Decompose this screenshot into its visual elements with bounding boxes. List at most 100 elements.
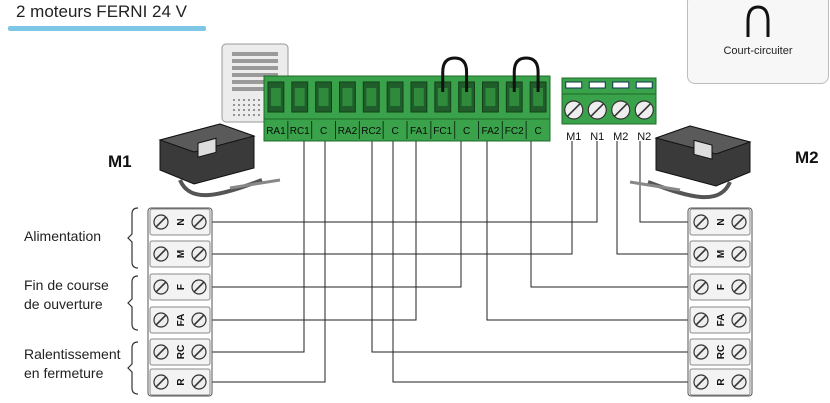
wire: [200, 141, 598, 223]
title-underline: [8, 26, 206, 31]
screw-icon: [191, 312, 207, 328]
wire: [371, 141, 690, 353]
terminal-label: C: [320, 126, 327, 137]
wire: [392, 141, 690, 383]
screw-icon: [153, 312, 169, 328]
connector-label: N: [716, 218, 727, 225]
connector-row: [149, 273, 211, 301]
group-label-line: Ralentissement: [24, 346, 121, 362]
group-bracket: [127, 207, 139, 269]
connector-label: N: [176, 218, 187, 225]
screw-icon: [693, 246, 709, 262]
connector-label: M: [716, 250, 727, 258]
wire: [200, 141, 462, 288]
connector-row: [689, 306, 751, 334]
connector-row: [689, 240, 751, 268]
screw-icon: [191, 374, 207, 390]
wire: [200, 141, 305, 353]
motor-terminal-label: M2: [613, 131, 628, 143]
page-title: 2 moteurs FERNI 24 V: [16, 2, 188, 21]
motor-terminal-label: N1: [590, 131, 604, 143]
screw-icon: [634, 100, 654, 120]
terminal-label: RA2: [338, 126, 358, 137]
motor-m2-illustration: [629, 125, 752, 200]
screw-icon: [731, 246, 747, 262]
connector-label: R: [176, 378, 187, 386]
connector-label: FA: [716, 314, 727, 327]
connector-row: [689, 208, 751, 236]
screw-icon: [587, 100, 607, 120]
connector-label: F: [716, 284, 727, 290]
connector-row: [149, 306, 211, 334]
jumper-icon: [441, 56, 469, 92]
connector-label: R: [716, 378, 727, 386]
legend-label: Court-circuiter: [723, 45, 793, 57]
screw-icon: [693, 214, 709, 230]
wire: [200, 141, 326, 383]
group-label-line: Alimentation: [24, 228, 102, 244]
jumper-icon: [746, 5, 770, 37]
screw-icon: [153, 374, 169, 390]
right-connector-strip: N M F FA RC R: [687, 207, 753, 397]
connector-label: M: [176, 250, 187, 258]
connector-row: [689, 273, 751, 301]
terminal-label: RC2: [361, 126, 381, 137]
screw-icon: [731, 312, 747, 328]
terminal-label: C: [391, 126, 398, 137]
motor-terminal-label: M1: [566, 131, 581, 143]
legend-box: Court-circuiter: [687, 0, 829, 84]
screw-icon: [731, 344, 747, 360]
wire: [639, 141, 690, 223]
screw-icon: [693, 279, 709, 295]
connector-row: [149, 208, 211, 236]
connector-row: [689, 338, 751, 366]
screw-icon: [693, 312, 709, 328]
connector-label: FA: [176, 314, 187, 327]
screw-icon: [191, 214, 207, 230]
motor-label-right: M2: [795, 148, 819, 167]
motor-label-left: M1: [108, 152, 132, 171]
connector-row: [689, 368, 751, 396]
screw-icon: [564, 100, 584, 120]
group-label-line: Fin de course: [24, 277, 109, 293]
screw-icon: [153, 214, 169, 230]
motor-terminal-label: N2: [637, 131, 651, 143]
motor-m1-illustration: [158, 123, 281, 198]
wire: [530, 141, 690, 288]
connector-row: [149, 338, 211, 366]
group-label-ralentissement: Ralentissement en fermeture: [24, 345, 121, 383]
connector-label: F: [176, 284, 187, 290]
terminal-label: FA2: [482, 126, 500, 137]
screw-icon: [693, 374, 709, 390]
wire: [200, 141, 573, 255]
screw-icon: [693, 344, 709, 360]
terminal-label: FC1: [433, 126, 452, 137]
wire: [486, 141, 690, 321]
group-label-alimentation: Alimentation: [24, 227, 101, 246]
screw-icon: [153, 246, 169, 262]
connector-label: RC: [176, 345, 187, 359]
screw-icon: [731, 214, 747, 230]
wire: [616, 141, 690, 255]
screw-icon: [153, 344, 169, 360]
terminal-label: FC2: [505, 126, 524, 137]
screw-icon: [611, 100, 631, 120]
terminal-label: RC1: [290, 126, 310, 137]
screw-icon: [191, 246, 207, 262]
screw-icon: [191, 279, 207, 295]
connector-row: [149, 368, 211, 396]
group-bracket: [127, 341, 139, 395]
jumper-icon: [512, 56, 540, 92]
connector-label: RC: [716, 345, 727, 359]
left-connector-strip: N M F FA RC R: [147, 207, 213, 397]
terminal-label: C: [463, 126, 470, 137]
group-bracket: [127, 275, 139, 331]
group-label-line: en fermeture: [24, 365, 104, 381]
group-label-fin-de-course: Fin de course de ouverture: [24, 276, 109, 314]
screw-icon: [731, 374, 747, 390]
screw-icon: [731, 279, 747, 295]
terminal-label: C: [534, 126, 541, 137]
